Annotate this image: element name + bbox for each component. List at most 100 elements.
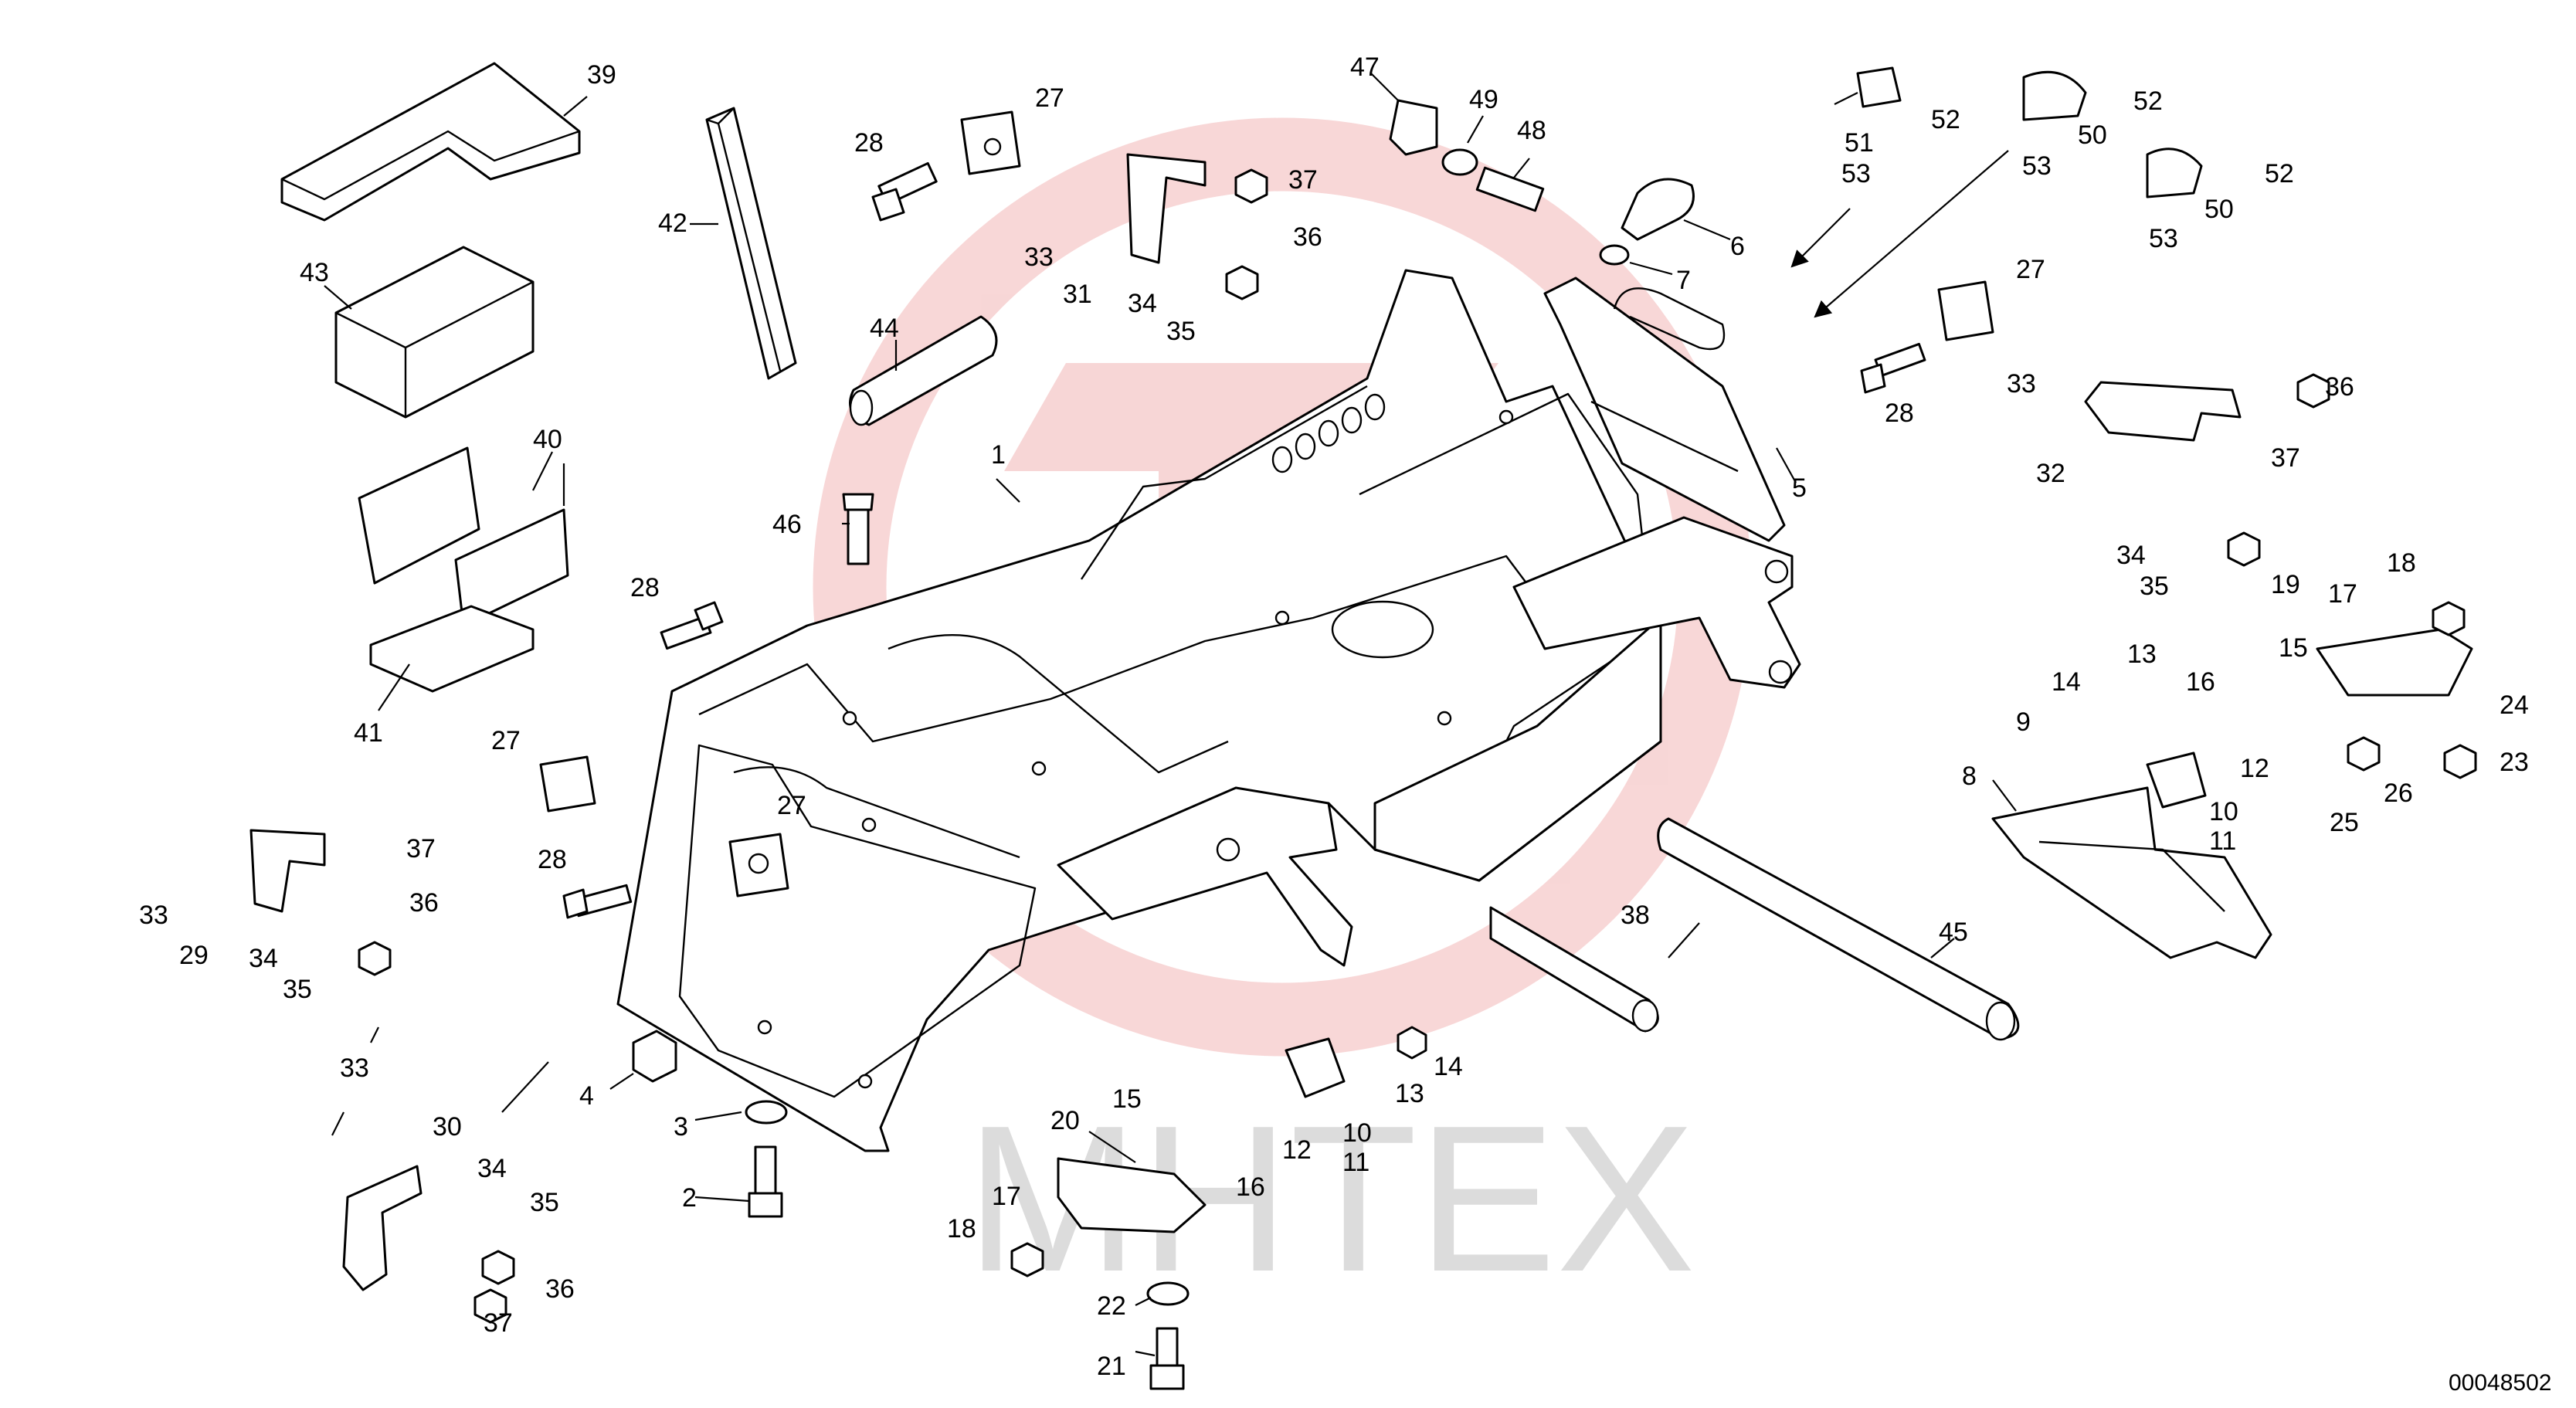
callout-31: 31 — [1063, 280, 1092, 309]
callout-41: 41 — [354, 718, 383, 748]
callout-15-lower: 15 — [1112, 1084, 1142, 1114]
callout-34-d: 34 — [477, 1154, 507, 1183]
callout-15-upper: 15 — [2279, 633, 2308, 663]
callout-8: 8 — [1962, 762, 1977, 791]
bracket-29 — [249, 829, 326, 913]
bracket-47 — [1389, 99, 1438, 156]
callout-32: 32 — [2036, 459, 2065, 488]
callout-35-b: 35 — [2140, 572, 2169, 601]
callout-53-c: 53 — [2149, 224, 2178, 253]
nut-misc — [358, 168, 2477, 1324]
callout-34-b: 34 — [2116, 541, 2146, 570]
callout-17-lower: 17 — [992, 1182, 1021, 1211]
callout-35-d: 35 — [530, 1188, 559, 1217]
washer-3 — [745, 1100, 788, 1125]
callout-35-c: 35 — [283, 975, 312, 1004]
callout-33-c: 33 — [139, 901, 168, 930]
callout-22: 22 — [1097, 1291, 1126, 1321]
callout-34-c: 34 — [249, 944, 278, 973]
part-43-foam-block — [334, 246, 535, 419]
bolt-2 — [748, 1145, 783, 1218]
callout-3: 3 — [674, 1112, 688, 1142]
frame-arm-right — [1512, 516, 1801, 689]
callout-13-upper: 13 — [2127, 640, 2157, 669]
callout-48: 48 — [1517, 116, 1546, 145]
block-27-top — [960, 110, 1021, 175]
callout-13-lower: 13 — [1395, 1079, 1424, 1108]
callout-29: 29 — [179, 941, 209, 970]
callout-36-b: 36 — [2325, 372, 2354, 402]
callout-35-a: 35 — [1166, 317, 1196, 346]
callout-52-b: 52 — [2133, 87, 2163, 116]
callout-16-lower: 16 — [1236, 1172, 1265, 1202]
bolt-28-left — [660, 601, 724, 650]
callout-50-b: 50 — [2204, 195, 2234, 224]
callout-53-b: 53 — [2022, 151, 2052, 181]
block-27-left — [539, 755, 596, 813]
callout-39: 39 — [587, 60, 616, 90]
part-5-mounting-plate — [1543, 277, 1786, 542]
bolt-46 — [842, 493, 874, 565]
block-27-mid — [728, 833, 789, 897]
callout-21: 21 — [1097, 1352, 1126, 1381]
part-39-foam-block-l-shape — [280, 62, 581, 222]
bolt-28-lower — [562, 884, 633, 919]
bolt-28-top — [871, 161, 938, 222]
bolt-48 — [1475, 166, 1545, 212]
callout-23: 23 — [2500, 748, 2529, 777]
washer-49 — [1441, 148, 1478, 176]
callout-44: 44 — [870, 314, 899, 343]
callout-42: 42 — [658, 209, 687, 238]
callout-27-left: 27 — [491, 726, 521, 755]
callout-11-lower: 11 — [1342, 1148, 1369, 1177]
bolt-28-right — [1860, 342, 1926, 394]
part-41-pad — [369, 605, 535, 693]
callout-20: 20 — [1050, 1106, 1080, 1135]
bolt-21 — [1149, 1327, 1185, 1390]
callout-labels: 1 2 3 4 5 6 7 8 9 10 10 11 11 12 12 13 1… — [139, 53, 2529, 1381]
callout-45: 45 — [1939, 918, 1968, 947]
callout-36-a: 36 — [1293, 222, 1322, 252]
block-27-right — [1937, 280, 1994, 341]
callout-37-b: 37 — [2271, 443, 2300, 473]
callout-36-c: 36 — [409, 888, 439, 918]
callout-28-right: 28 — [1885, 399, 1914, 428]
washer-7 — [1599, 244, 1630, 266]
callout-18-upper: 18 — [2387, 548, 2416, 578]
callout-40: 40 — [533, 425, 562, 454]
callout-37-a: 37 — [1288, 165, 1318, 195]
frame-arm-front — [1057, 786, 1353, 967]
callout-52-a: 52 — [1931, 105, 1960, 134]
callout-25: 25 — [2330, 808, 2359, 837]
callout-17-upper: 17 — [2328, 579, 2357, 609]
callout-27-right: 27 — [2016, 255, 2045, 284]
callout-14-lower: 14 — [1434, 1052, 1463, 1081]
callout-12-upper: 12 — [2240, 754, 2269, 783]
callout-18-lower: 18 — [947, 1214, 976, 1243]
callout-4: 4 — [579, 1081, 594, 1111]
callout-53-a: 53 — [1841, 159, 1871, 188]
part-38-shaft — [1489, 906, 1659, 1033]
part-44-pin — [849, 315, 998, 426]
part-45-long-shaft — [1657, 817, 2020, 1041]
callout-38: 38 — [1621, 901, 1650, 930]
wing-bolt-6 — [1621, 178, 1695, 241]
callout-26: 26 — [2384, 779, 2413, 808]
callout-52-c: 52 — [2265, 159, 2294, 188]
callout-12-lower: 12 — [1282, 1135, 1312, 1165]
callout-24: 24 — [2500, 690, 2529, 720]
callout-6: 6 — [1730, 232, 1745, 261]
callout-1: 1 — [991, 440, 1006, 470]
nut-4 — [632, 1030, 677, 1083]
clamp-50-right — [2146, 148, 2203, 198]
part-1-main-frame — [616, 269, 1662, 1152]
callout-27-top: 27 — [1035, 83, 1064, 113]
callout-33-b: 33 — [2007, 369, 2036, 399]
leader-lines — [324, 73, 2017, 1357]
bracket-32 — [2084, 381, 2242, 442]
hardware-items — [249, 66, 2477, 1390]
callout-46: 46 — [772, 510, 802, 539]
callout-28-lower: 28 — [538, 845, 567, 874]
callout-50-a: 50 — [2078, 120, 2107, 150]
bracket-10-upper — [2146, 751, 2207, 809]
